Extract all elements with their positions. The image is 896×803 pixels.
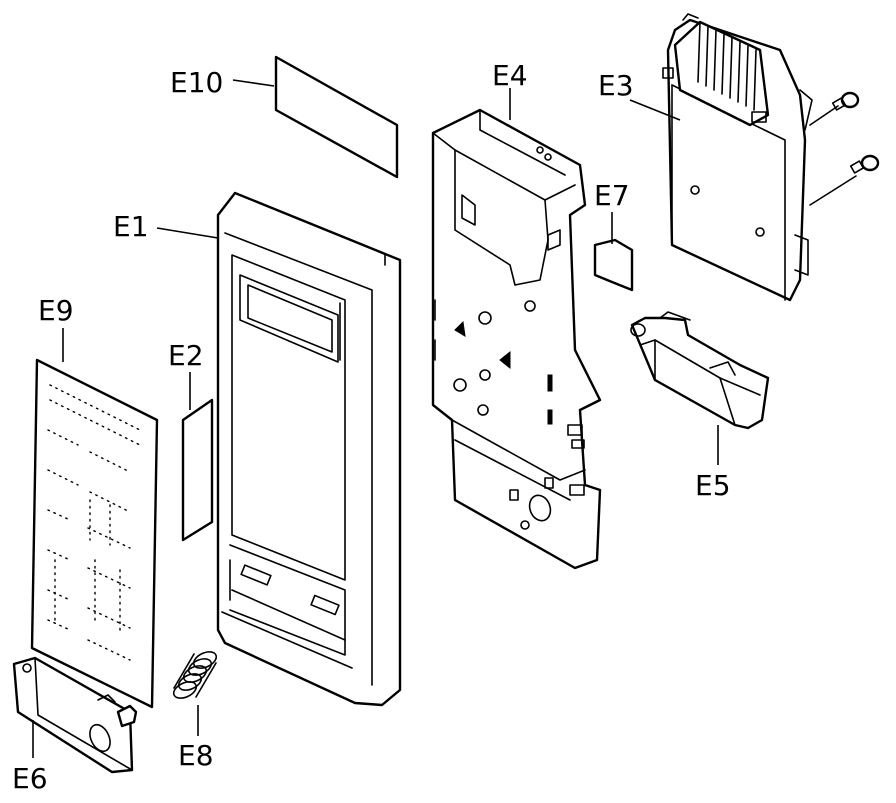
label-e2: E2 (168, 339, 204, 372)
label-e7: E7 (594, 179, 630, 212)
part-e7-plate (593, 238, 634, 292)
label-e6: E6 (12, 762, 48, 795)
part-e6-latch-button (12, 656, 138, 774)
label-e5: E5 (695, 469, 731, 502)
leader-e10 (232, 79, 275, 87)
screw-lower (809, 154, 880, 206)
label-e10: E10 (170, 66, 223, 99)
label-e9: E9 (38, 294, 74, 327)
part-e3-circuit-board (662, 13, 813, 302)
part-e9-keypad-sheet (30, 358, 159, 709)
part-e4-chassis (431, 108, 602, 570)
part-e5-latch-lever (630, 311, 770, 430)
label-e1: E1 (113, 210, 149, 243)
leader-e1 (156, 227, 219, 239)
leader-e3 (629, 99, 681, 121)
part-e10-plate (274, 55, 399, 179)
label-e4: E4 (492, 59, 528, 92)
part-e1-frame (216, 191, 402, 707)
label-e3: E3 (598, 69, 634, 102)
screw-upper (809, 91, 860, 126)
label-e8: E8 (178, 739, 214, 772)
part-e8-spring (172, 651, 218, 699)
part-e2-panel (181, 398, 214, 542)
